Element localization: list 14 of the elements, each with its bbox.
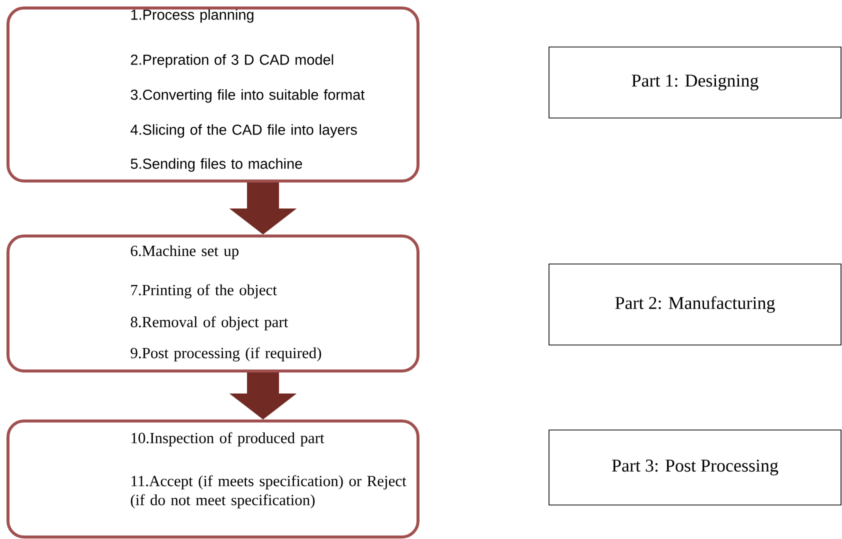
step-text: 4.Slicing of the CAD file into layers [130, 124, 357, 138]
phase-label-box: Part 2: Manufacturing [548, 264, 842, 346]
step-text: 9.Post processing (if required) [130, 347, 322, 362]
step-text: 2.Prepration of 3 D CAD model [130, 54, 334, 68]
step-text: 8.Removal of object part [130, 316, 288, 330]
step-text: 6.Machine set up [130, 245, 238, 260]
step-text: 7.Printing of the object [131, 284, 277, 298]
step-text: 11.Accept (if meets specification) or Reject (if do not meet specification) [130, 475, 406, 508]
step-text: 3.Converting file into suitable format [130, 89, 365, 103]
phase-label-box: Part 1: Designing [548, 46, 842, 118]
step-text: 1.Process planning [131, 9, 254, 23]
step-text: 5.Sending files to machine [130, 158, 302, 172]
step-text: 10.Inspection of produced part [132, 432, 324, 446]
phase-label-box: Part 3: Post Processing [548, 430, 842, 506]
